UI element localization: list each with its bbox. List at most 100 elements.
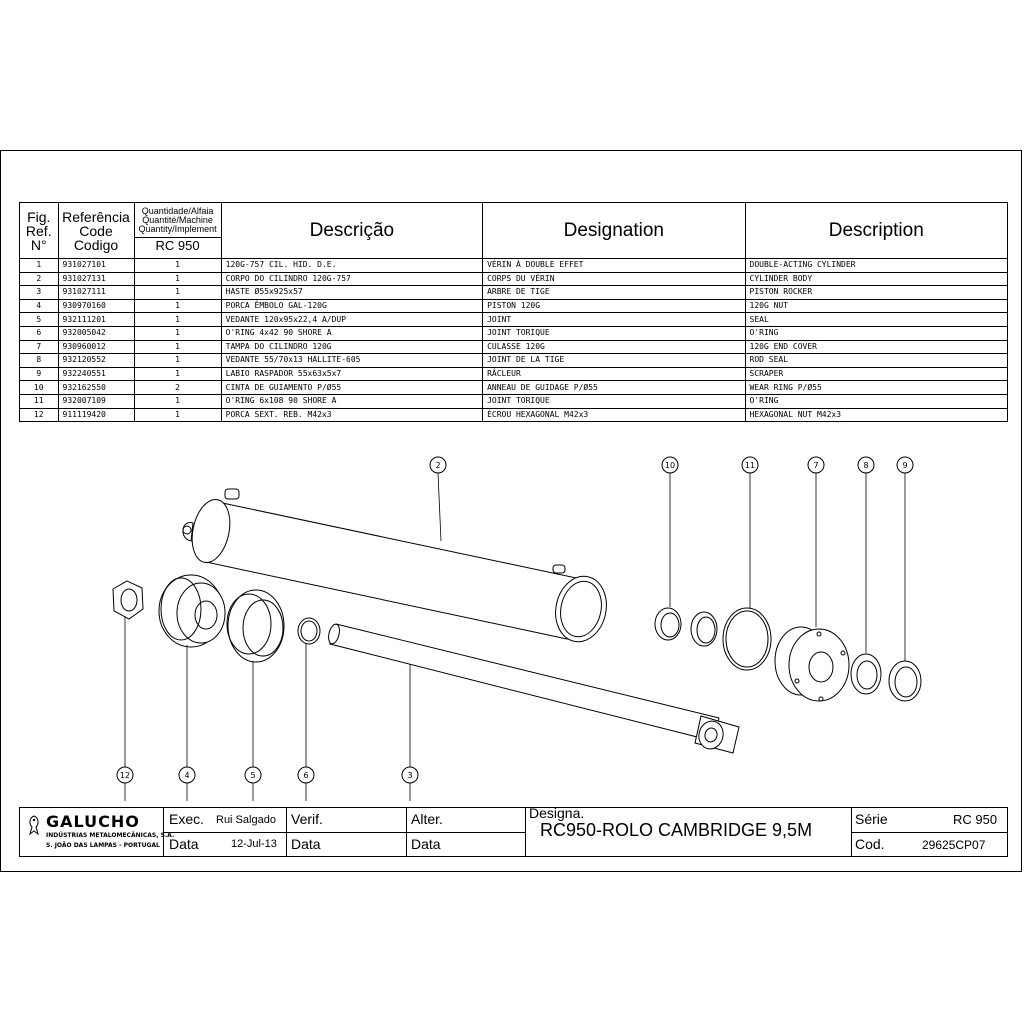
cell-en: 120G NUT	[744, 298, 1009, 314]
drawing-sheet: Fig. Ref. N° Referência Code Codigo Quan…	[0, 150, 1022, 872]
cell-en: O'RING	[744, 325, 1009, 341]
cell-pt: HASTE Ø55x925x57	[220, 285, 484, 300]
cell-fig: 3	[19, 285, 59, 300]
header-quantity: Quantidade/Alfaia Quantité/Machine Quant…	[133, 202, 222, 259]
cell-fig: 2	[19, 271, 59, 287]
cell-fig: 8	[19, 353, 59, 368]
verif-date-label: Data	[291, 836, 321, 852]
balloon-10: 10	[661, 456, 679, 474]
cell-qty: 1	[133, 366, 222, 382]
svg-text:7: 7	[813, 461, 818, 470]
cell-code: 932120552	[57, 353, 135, 368]
svg-text:2: 2	[435, 461, 440, 470]
cell-fig: 12	[19, 407, 59, 423]
header-no-line: N°	[30, 236, 47, 253]
cell-code: 932111201	[57, 312, 135, 327]
cell-qty: 1	[133, 285, 222, 300]
cell-fr: JOINT TORIQUE	[482, 393, 746, 409]
cell-code: 930960012	[57, 339, 135, 355]
cell-pt: TAMPA DO CILINDRO 120G	[220, 339, 484, 355]
bird-logo-icon	[29, 815, 39, 836]
cell-fr: CULASSE 120G	[482, 339, 746, 355]
cell-fr: JOINT TORIQUE	[482, 325, 746, 341]
cell-fig: 5	[19, 312, 59, 327]
cell-pt: O'RING 6x108 90 SHORE A	[220, 393, 484, 409]
svg-text:8: 8	[863, 461, 868, 470]
cell-en: PISTON ROCKER	[744, 285, 1009, 300]
cell-qty: 1	[133, 393, 222, 409]
exploded-view-drawing: 2 10 11 7 8 9	[112, 456, 922, 801]
header-descricao: Descrição	[220, 202, 484, 259]
header-qty-implement: RC 950	[134, 237, 221, 254]
parts-table: Fig. Ref. N° Referência Code Codigo Quan…	[19, 202, 1009, 423]
wear-ring-parts	[654, 607, 718, 647]
exec-date-value: 12-Jul-13	[231, 838, 277, 850]
cell-qty: 1	[133, 353, 222, 368]
header-referencia: Referência	[62, 208, 130, 225]
cell-fr: PISTON 120G	[482, 298, 746, 314]
header-qty-fr: Quantité/Machine	[142, 215, 213, 225]
balloon-11: 11	[741, 456, 759, 474]
cell-pt: LABIO RASPADOR 55x63x5x7	[220, 366, 484, 382]
cell-en: ROD SEAL	[744, 353, 1009, 368]
balloon-6: 6	[297, 766, 315, 784]
serie-label: Série	[855, 811, 888, 827]
cell-fr: CORPS DU VÉRIN	[482, 271, 746, 287]
cell-qty: 1	[133, 298, 222, 314]
cell-pt: VEDANTE 120x95x22,4 A/DUP	[220, 312, 484, 327]
cod-label: Cod.	[855, 836, 885, 852]
cell-fig: 7	[19, 339, 59, 355]
cod-value: 29625CP07	[922, 838, 986, 852]
exec-date-label: Data	[169, 836, 199, 852]
cell-fr: JOINT DE LA TIGE	[482, 353, 746, 368]
exec-value: Rui Salgado	[216, 814, 276, 826]
cell-code: 931027111	[57, 285, 135, 300]
balloon-5: 5	[244, 766, 262, 784]
balloon-4: 4	[178, 766, 196, 784]
title-block: GALUCHO INDÚSTRIAS METALOMECÂNICAS, S.A.…	[19, 805, 1008, 857]
header-ref-line: Ref.	[25, 222, 52, 239]
cell-fig: 4	[19, 298, 59, 314]
cell-en: CYLINDER BODY	[744, 271, 1009, 287]
bottom-balloons: 12 4 5 6 3	[116, 766, 419, 784]
header-codigo: Codigo	[73, 236, 119, 253]
header-fig-line: Fig.	[27, 208, 51, 225]
cell-fig: 9	[19, 366, 59, 382]
company-subtitle-2: S. JOÃO DAS LAMPAS - PORTUGAL	[46, 842, 160, 849]
cell-pt: PORCA ÊMBOLO GAL-120G	[220, 298, 484, 314]
cell-qty: 1	[133, 312, 222, 327]
designa-value: RC950-ROLO CAMBRIDGE 9,5M	[540, 820, 813, 840]
cell-fig: 6	[19, 325, 59, 341]
balloon-12: 12	[116, 766, 134, 784]
exec-label: Exec.	[169, 811, 205, 827]
balloon-9: 9	[896, 456, 914, 474]
balloon-3: 3	[401, 766, 419, 784]
cell-en: WEAR RING P/Ø55	[744, 380, 1009, 395]
cell-en: DOUBLE-ACTING CYLINDER	[744, 258, 1009, 273]
scraper-part	[888, 660, 922, 702]
serie-value: RC 950	[953, 812, 998, 827]
cell-code: 932007109	[57, 393, 135, 409]
cell-pt: 120G-757 CIL. HID. D.E.	[220, 258, 484, 273]
balloon-2: 2	[429, 456, 447, 474]
svg-text:9: 9	[902, 461, 907, 470]
seal-part	[226, 589, 285, 663]
piston-part	[158, 574, 226, 648]
end-cover-part	[774, 626, 850, 702]
balloon-8: 8	[857, 456, 875, 474]
header-qty-pt: Quantidade/Alfaia	[141, 206, 214, 216]
cell-en: O'RING	[744, 393, 1009, 409]
piston-rod-part	[328, 623, 740, 754]
cell-fr: RÂCLEUR	[482, 366, 746, 382]
cell-en: HEXAGONAL NUT M42x3	[744, 407, 1009, 423]
cell-fig: 11	[19, 393, 59, 409]
alter-date-label: Data	[411, 836, 441, 852]
